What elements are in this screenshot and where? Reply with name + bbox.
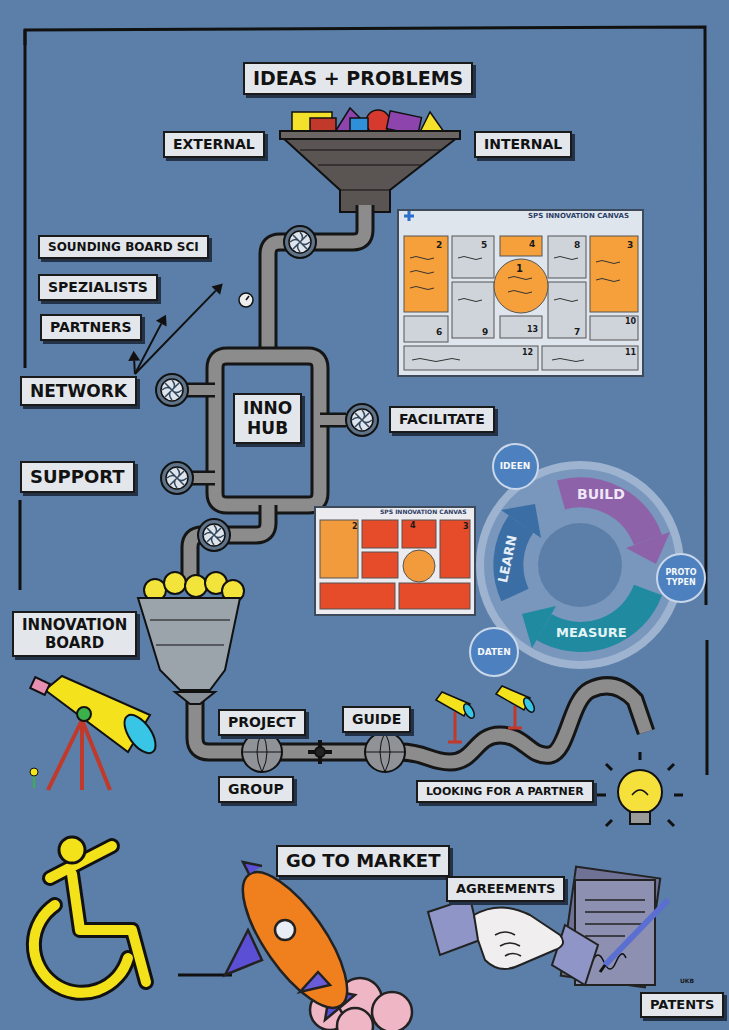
label-text: FACILITATE xyxy=(399,411,485,428)
label-box: LOOKING FOR A PARTNER xyxy=(416,780,594,803)
signature: UKB xyxy=(680,978,694,985)
valves xyxy=(242,732,405,772)
label-box: INTERNAL xyxy=(474,131,572,158)
label-text: IDEAS + PROBLEMS xyxy=(253,67,463,90)
label-box: SPEZIALISTS xyxy=(38,274,158,301)
label-text: SPEZIALISTS xyxy=(48,279,148,296)
label-text: INNOVATION BOARD xyxy=(22,616,127,652)
cycle-step-label: MEASURE xyxy=(556,626,627,640)
label-text: LOOKING FOR A PARTNER xyxy=(426,785,584,798)
label-box: EXTERNAL xyxy=(163,131,265,158)
canvas-title: SPS INNOVATION CANVAS xyxy=(380,509,467,516)
label-box: IDEAS + PROBLEMS xyxy=(243,62,473,95)
label-text: INTERNAL xyxy=(484,136,562,153)
label-text: GROUP xyxy=(228,781,284,798)
label-text: PATENTS xyxy=(650,997,714,1013)
frame xyxy=(20,27,707,975)
label-box: GUIDE xyxy=(342,706,411,733)
rocket xyxy=(225,857,412,1030)
connector-line xyxy=(135,291,216,374)
canvas-sheet-small xyxy=(315,507,475,615)
label-text: AGREEMENTS xyxy=(456,881,555,897)
label-text: SUPPORT xyxy=(30,466,125,488)
fans xyxy=(156,226,378,551)
callout-number: 6 xyxy=(436,328,442,338)
label-text: EXTERNAL xyxy=(173,136,255,153)
label-text: PROJECT xyxy=(228,714,296,731)
label-text: IDEEN xyxy=(500,461,531,472)
label-box: INNO HUB xyxy=(233,393,302,444)
label-text: INNO HUB xyxy=(243,398,292,439)
canvas-sheet xyxy=(398,210,643,376)
label-box: NETWORK xyxy=(20,376,137,406)
innovation-board-funnel xyxy=(138,572,244,704)
callout-number: 4 xyxy=(410,522,416,531)
label-box: PROJECT xyxy=(218,709,306,736)
callout-number: 12 xyxy=(522,349,533,358)
funnel xyxy=(280,131,460,212)
callout-number: 1 xyxy=(516,263,523,274)
arrowhead xyxy=(128,351,140,361)
label-text: GUIDE xyxy=(352,711,401,728)
callout-number: 3 xyxy=(463,523,469,532)
label-box: SUPPORT xyxy=(20,461,135,493)
telescope xyxy=(30,676,162,790)
callout-number: 9 xyxy=(482,328,488,338)
cycle-stage-circle: PROTO TYPEN xyxy=(656,553,706,603)
callout-number: 10 xyxy=(625,318,636,327)
lightbulb xyxy=(597,752,683,826)
label-text: PROTO TYPEN xyxy=(665,568,696,587)
label-box: PARTNERS xyxy=(40,314,142,341)
label-box: GO TO MARKET xyxy=(276,845,450,877)
label-text: PARTNERS xyxy=(50,319,132,336)
label-box: AGREEMENTS xyxy=(446,876,565,902)
label-text: DATEN xyxy=(477,647,511,658)
callout-number: 5 xyxy=(481,241,487,251)
callout-number: 2 xyxy=(436,241,442,251)
cycle-stage-circle: IDEEN xyxy=(492,443,539,490)
label-box: INNOVATION BOARD xyxy=(12,611,137,657)
cycle-stage-circle: DATEN xyxy=(469,627,519,677)
label-box: FACILITATE xyxy=(389,406,495,433)
wheelchair-icon xyxy=(34,837,146,993)
arrowhead xyxy=(156,315,167,327)
handshake-and-documents xyxy=(428,867,668,988)
label-text: SOUNDING BOARD SCI xyxy=(48,240,199,254)
label-text: GO TO MARKET xyxy=(286,850,440,872)
label-box: PATENTS xyxy=(640,992,724,1018)
label-box: GROUP xyxy=(218,776,294,803)
callout-number: 4 xyxy=(529,240,535,250)
small-telescopes xyxy=(436,686,536,742)
arrowhead xyxy=(211,283,222,294)
callout-number: 11 xyxy=(625,349,636,358)
callout-number: 8 xyxy=(574,241,580,251)
callout-number: 2 xyxy=(352,523,358,532)
cycle-step-label: BUILD xyxy=(577,487,625,502)
label-box: SOUNDING BOARD SCI xyxy=(38,235,209,259)
canvas-title: SPS INNOVATION CANVAS xyxy=(528,213,629,221)
callout-number: 13 xyxy=(527,326,538,335)
callout-number: 7 xyxy=(574,328,580,338)
callout-number: 3 xyxy=(627,241,633,251)
label-text: NETWORK xyxy=(30,381,127,401)
